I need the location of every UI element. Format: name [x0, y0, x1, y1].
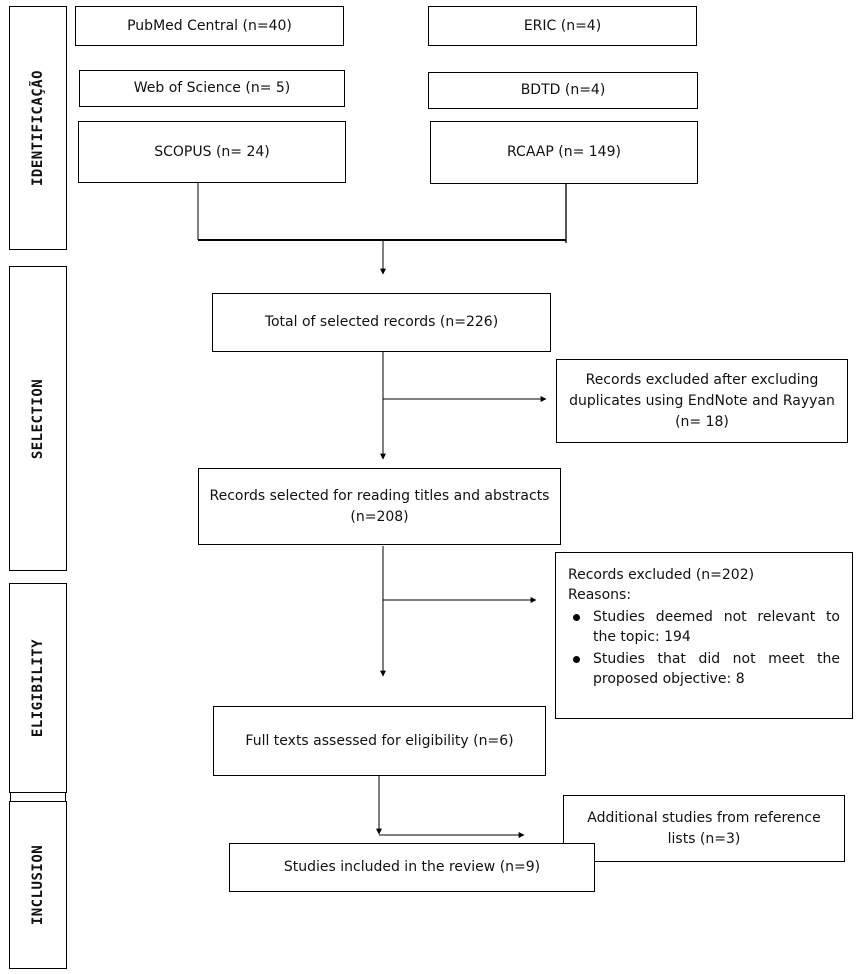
records-excluded-box: Records excluded (n=202) Reasons: Studie… — [555, 552, 853, 719]
duplicates-excluded-box: Records excluded after excluding duplica… — [556, 359, 848, 443]
stage-selection: SELECTION — [9, 266, 67, 571]
records-excluded-reasons-title: Reasons: — [568, 587, 632, 603]
records-excluded-reason-list: Studies deemed not relevant to the topic… — [568, 607, 840, 689]
bullet-icon — [573, 614, 580, 621]
reason-1-text: Studies deemed not relevant to the topic… — [593, 609, 840, 645]
included-studies-label: Studies included in the review (n=9) — [283, 859, 541, 875]
reason-list-item: Studies that did not meet the proposed o… — [568, 649, 840, 689]
source-rcaap-box: RCAAP (n= 149) — [430, 121, 698, 184]
included-studies-box: Studies included in the review (n=9) — [229, 843, 595, 892]
source-scopus-box: SCOPUS (n= 24) — [78, 121, 346, 183]
additional-studies-box: Additional studies from reference lists … — [563, 795, 845, 862]
source-eric-box: ERIC (n=4) — [428, 6, 697, 46]
reason-list-item: Studies deemed not relevant to the topic… — [568, 607, 840, 647]
source-rcaap-label: RCAAP (n= 149) — [507, 144, 621, 160]
source-pubmed-label: PubMed Central (n=40) — [127, 17, 292, 34]
stage-identification: IDENTIFICAÇÃO — [9, 6, 67, 250]
records-excluded-header: Records excluded (n=202) — [568, 567, 755, 583]
source-scopus-label: SCOPUS (n= 24) — [154, 143, 270, 160]
stage-divider — [10, 792, 66, 802]
titles-abstracts-box: Records selected for reading titles and … — [198, 468, 561, 545]
titles-abstracts-label: Records selected for reading titles and … — [209, 487, 550, 525]
additional-studies-label: Additional studies from reference lists … — [587, 809, 821, 847]
source-pubmed-box: PubMed Central (n=40) — [75, 6, 344, 46]
reason-2-text: Studies that did not meet the proposed o… — [593, 651, 840, 687]
source-wos-box: Web of Science (n= 5) — [79, 70, 345, 107]
total-records-box: Total of selected records (n=226) — [212, 293, 551, 352]
source-eric-label: ERIC (n=4) — [523, 17, 602, 34]
source-wos-label: Web of Science (n= 5) — [133, 80, 291, 96]
duplicates-excluded-label: Records excluded after excluding duplica… — [569, 371, 835, 430]
stage-inclusion: INCLUSION — [9, 801, 67, 969]
full-texts-label: Full texts assessed for eligibility (n=6… — [245, 732, 514, 749]
source-bdtd-box: BDTD (n=4) — [428, 72, 698, 109]
full-texts-box: Full texts assessed for eligibility (n=6… — [213, 706, 546, 776]
source-bdtd-label: BDTD (n=4) — [520, 82, 606, 98]
total-records-label: Total of selected records (n=226) — [264, 314, 499, 330]
bullet-icon — [573, 656, 580, 663]
